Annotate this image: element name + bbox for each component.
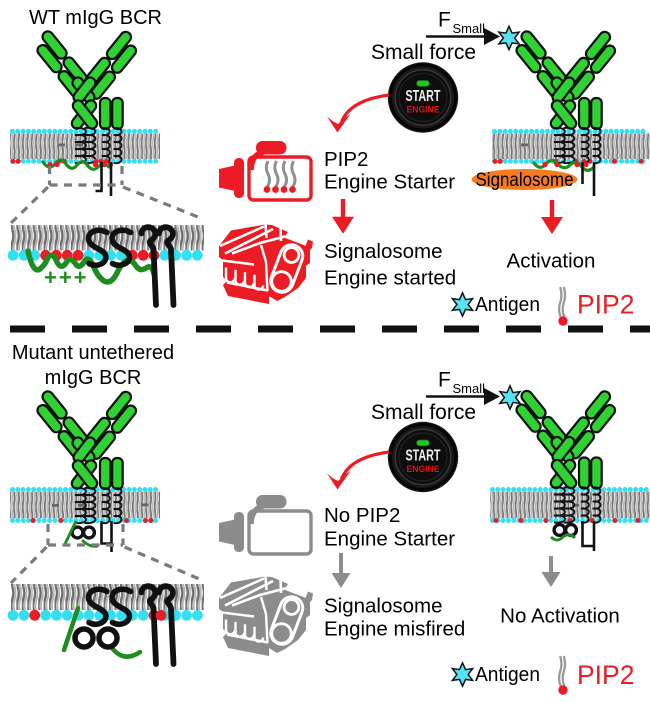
svg-text:Mutant untethered: Mutant untethered xyxy=(12,342,174,364)
svg-text:F: F xyxy=(438,369,451,392)
svg-text:Signalosome: Signalosome xyxy=(324,595,443,618)
svg-text:PIP2: PIP2 xyxy=(577,290,634,320)
svg-text:mIgG BCR: mIgG BCR xyxy=(45,367,142,389)
svg-text:Engine Starter: Engine Starter xyxy=(324,171,455,194)
svg-text:ENGINE: ENGINE xyxy=(407,463,440,474)
svg-text:WT mIgG BCR: WT mIgG BCR xyxy=(29,7,162,29)
svg-text:Antigen: Antigen xyxy=(475,294,540,316)
svg-text:START: START xyxy=(406,88,441,105)
svg-text:Small: Small xyxy=(453,381,486,396)
svg-text:Activation: Activation xyxy=(507,250,596,273)
svg-text:Antigen: Antigen xyxy=(475,664,540,686)
svg-text:Engine started: Engine started xyxy=(324,267,456,290)
svg-text:Small force: Small force xyxy=(371,41,476,64)
svg-text:START: START xyxy=(406,447,441,464)
svg-text:Small: Small xyxy=(453,21,486,36)
svg-text:Engine Starter: Engine Starter xyxy=(324,528,455,551)
svg-text:PIP2: PIP2 xyxy=(577,660,634,690)
svg-text:No PIP2: No PIP2 xyxy=(324,504,400,527)
svg-text:No Activation: No Activation xyxy=(500,605,620,628)
svg-text:+++: +++ xyxy=(44,265,89,290)
svg-text:Signalosome: Signalosome xyxy=(476,169,574,191)
svg-text:Engine misfired: Engine misfired xyxy=(324,618,465,641)
svg-text:PIP2: PIP2 xyxy=(324,148,368,171)
svg-text:Small force: Small force xyxy=(371,401,476,424)
svg-text:Signalosome: Signalosome xyxy=(324,240,443,263)
svg-text:F: F xyxy=(438,9,451,32)
svg-text:ENGINE: ENGINE xyxy=(407,104,440,115)
